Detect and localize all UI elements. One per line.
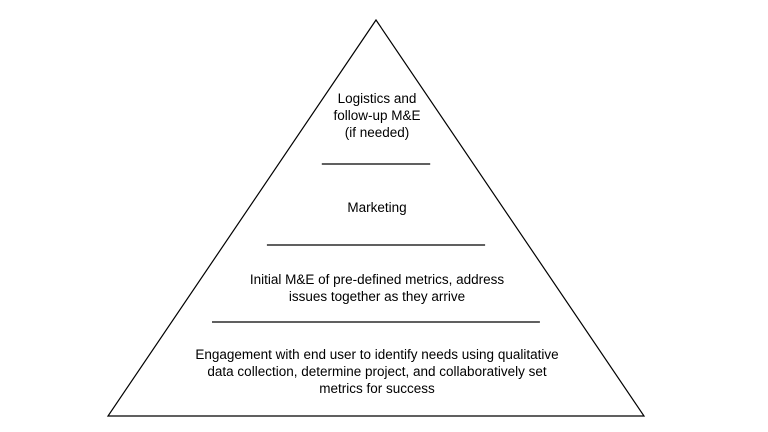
- tier-label-engagement: Engagement with end user to identify nee…: [195, 347, 559, 396]
- tier-label-logistics: Logistics and follow-up M&E (if needed): [333, 91, 421, 140]
- tier-label-marketing: Marketing: [347, 200, 407, 215]
- pyramid-outline: [106, 18, 646, 417]
- tier-label-initial-me: Initial M&E of pre-defined metrics, addr…: [249, 272, 505, 304]
